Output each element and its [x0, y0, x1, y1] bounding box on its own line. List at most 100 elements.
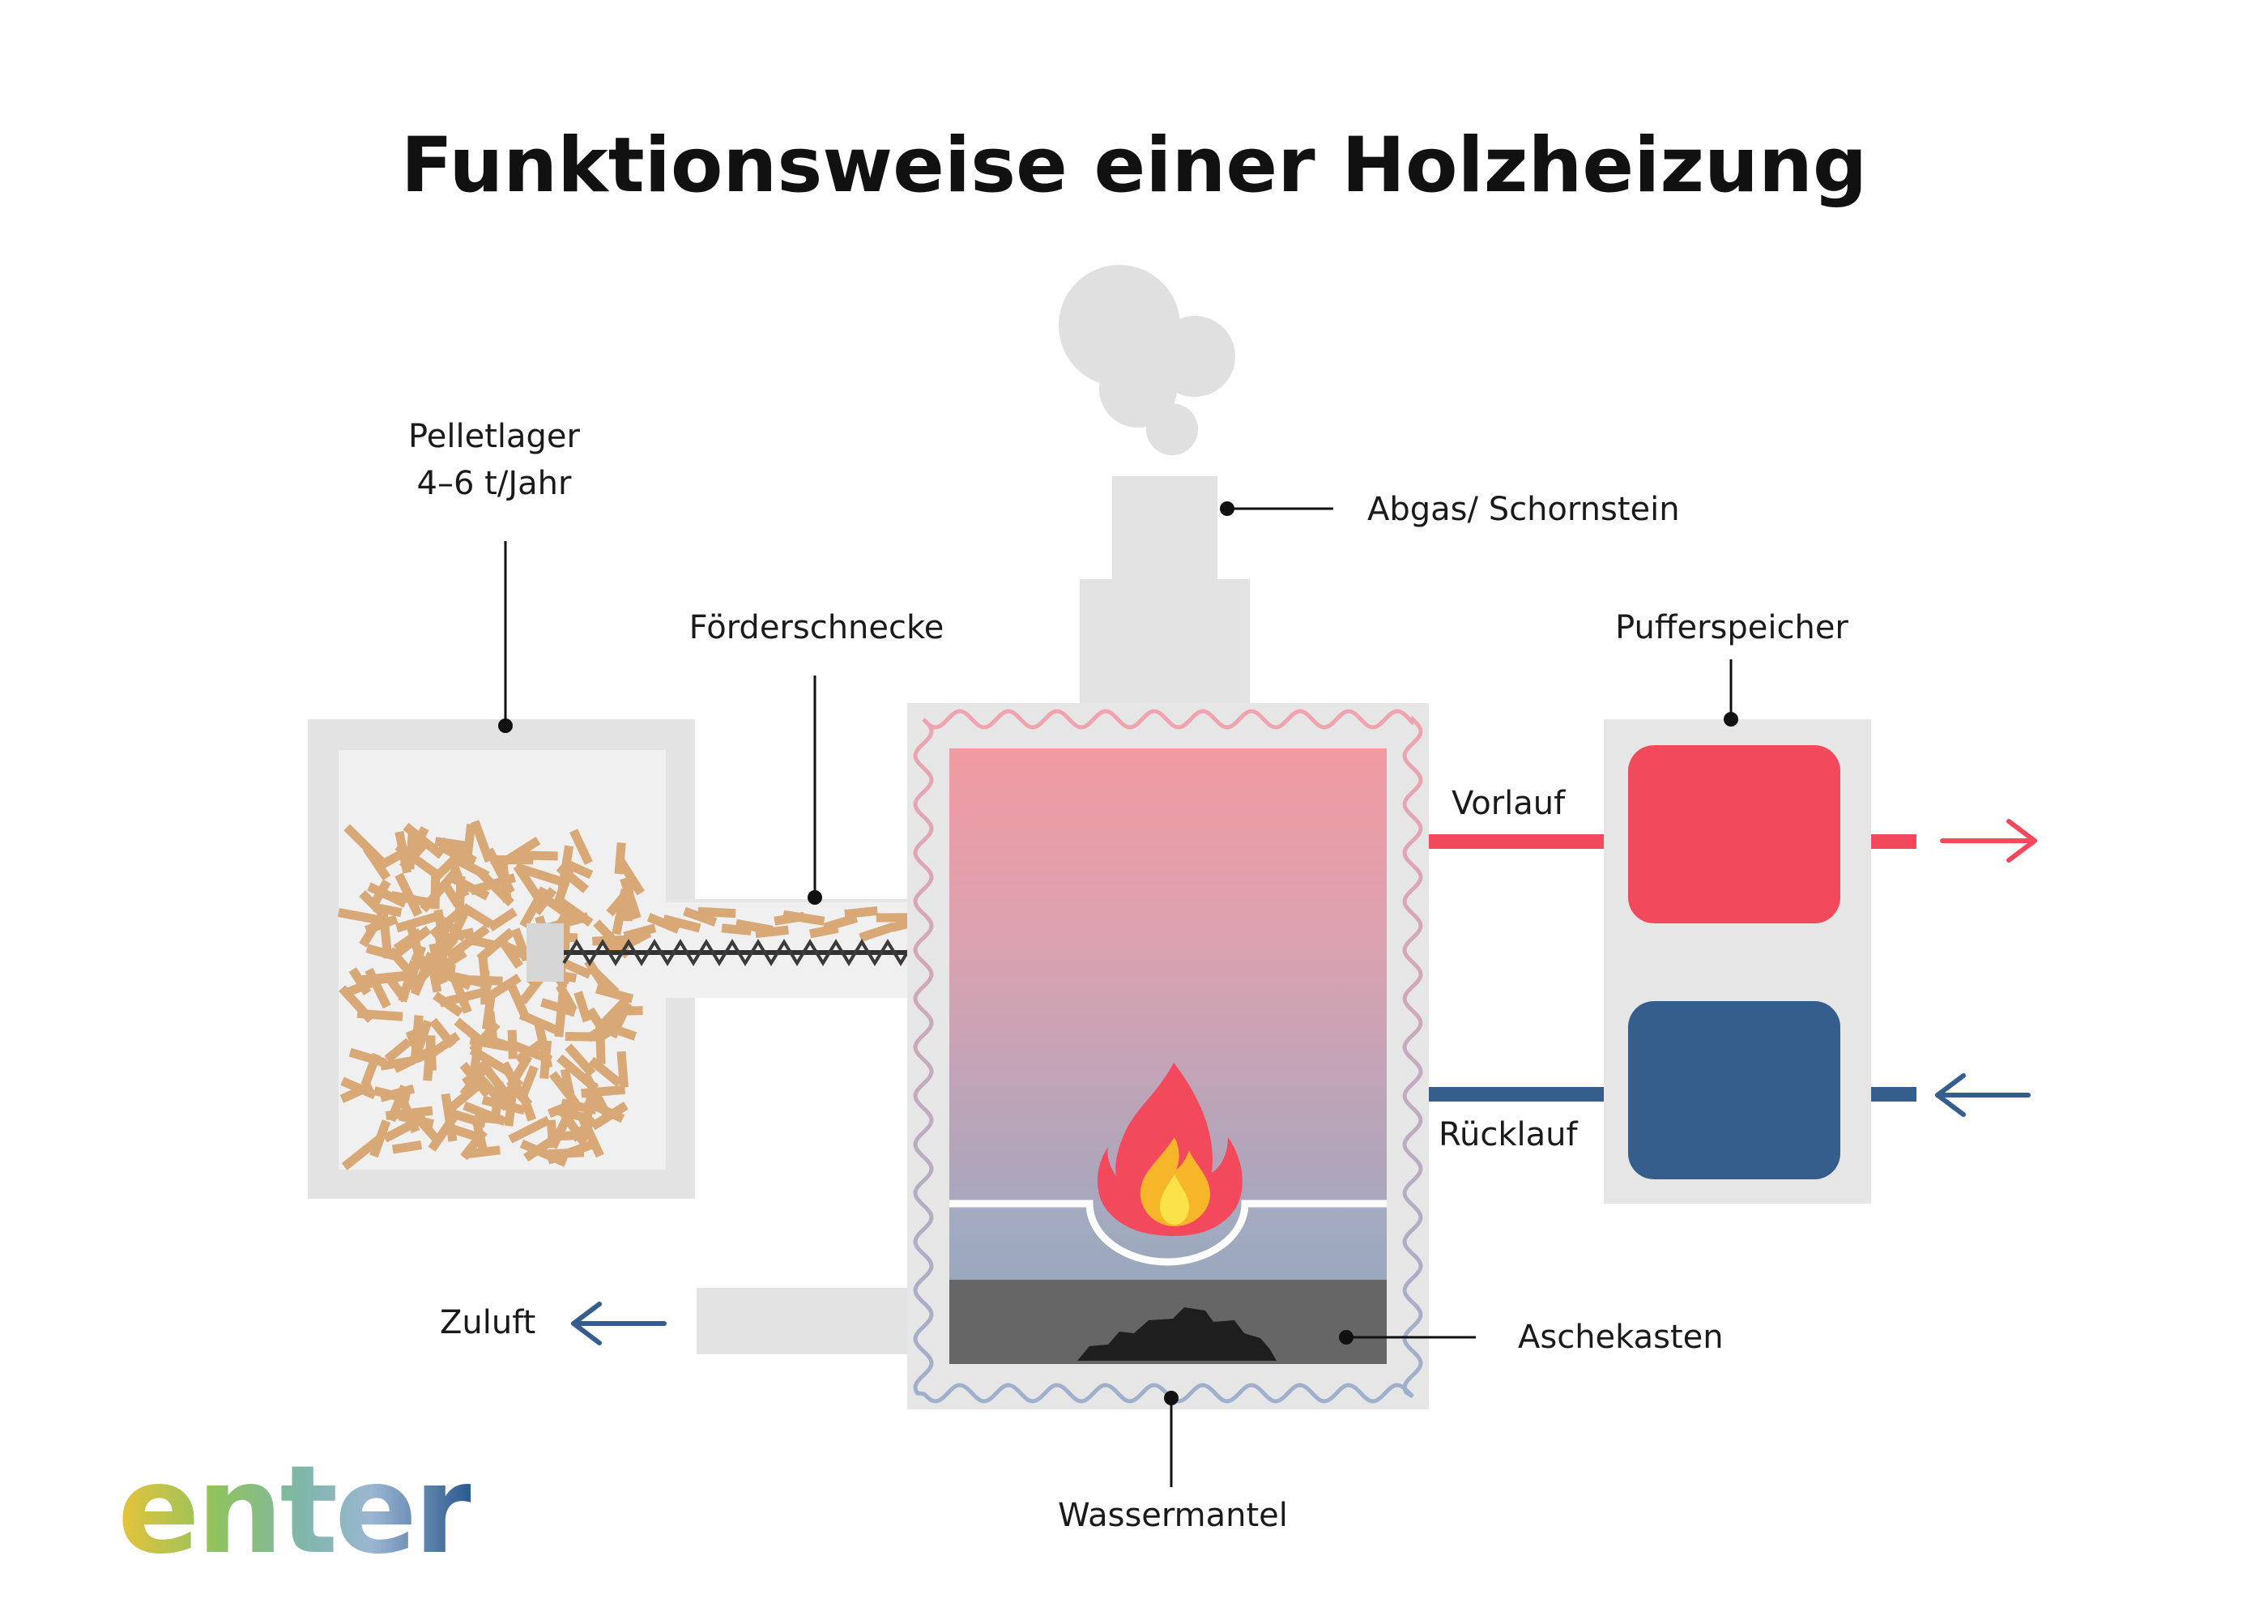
water-jacket-wave	[913, 709, 1423, 1404]
pellet	[600, 997, 629, 1027]
pellet	[384, 1038, 412, 1063]
pellet	[470, 820, 494, 863]
pellet	[518, 1065, 539, 1100]
aschekasten-label: Aschekasten	[1518, 1319, 1724, 1356]
pellet	[490, 855, 534, 865]
pellet	[607, 1023, 637, 1041]
pellet	[459, 1062, 492, 1098]
pellet	[548, 1116, 571, 1149]
pellet	[497, 937, 523, 970]
supply-arrow-icon	[1940, 819, 2037, 863]
page-title: Funktionsweise einer Holzheizung	[400, 121, 1868, 210]
pellet	[394, 830, 412, 874]
pellet	[454, 1017, 484, 1045]
auger-motor	[526, 923, 564, 982]
pellet	[348, 967, 372, 995]
pellet	[392, 925, 432, 959]
pellet	[523, 1137, 553, 1162]
pellet	[446, 924, 490, 961]
pellet	[487, 907, 518, 931]
pellet	[506, 1053, 533, 1089]
pellet	[534, 1021, 553, 1069]
air-inlet-arrow-icon	[571, 1302, 667, 1345]
conveyor-outer-top	[666, 899, 945, 902]
pellet	[460, 1128, 488, 1161]
pellet	[367, 882, 407, 908]
pellet	[697, 906, 736, 919]
pellet	[823, 914, 859, 932]
pellet	[365, 944, 395, 961]
pellet	[584, 958, 612, 995]
pellet	[481, 992, 497, 1030]
pellet	[782, 910, 825, 926]
pellet	[548, 1071, 580, 1107]
pellet	[438, 987, 484, 1008]
pellet	[450, 1109, 487, 1128]
pellet	[359, 889, 386, 917]
pellet	[398, 1111, 434, 1129]
pellet	[683, 906, 718, 927]
pellet	[595, 1023, 606, 1064]
supply-pipe-right	[1871, 834, 1916, 849]
pellet	[556, 1054, 599, 1093]
pellet	[547, 1148, 585, 1159]
pellet	[755, 925, 789, 939]
pellet	[557, 845, 574, 893]
pellet	[424, 1031, 461, 1060]
pellet	[569, 829, 593, 865]
pellet	[364, 967, 391, 1009]
ruecklauf-label: Rücklauf	[1439, 1116, 1578, 1153]
pellet	[583, 1097, 625, 1123]
pellet	[876, 913, 910, 923]
pellet	[547, 1098, 578, 1118]
pellet	[844, 906, 878, 919]
pellet	[469, 1046, 514, 1077]
pellet	[485, 1011, 498, 1044]
return-pipe-left	[1429, 1087, 1604, 1102]
foerderschnecke-label: Förderschnecke	[688, 609, 944, 646]
pellet	[508, 1115, 551, 1144]
pellet	[859, 922, 895, 942]
pufferspeicher-label: Pufferspeicher	[1615, 609, 1848, 646]
flame	[1097, 1063, 1243, 1236]
pellet	[588, 1056, 623, 1088]
pellet	[445, 872, 490, 901]
auger-screw	[562, 939, 946, 966]
vorlauf-label: Vorlauf	[1452, 785, 1566, 822]
pellet	[506, 982, 531, 1021]
pellet	[476, 927, 515, 963]
pellet	[398, 959, 419, 1003]
pellet	[359, 914, 384, 948]
pellet	[437, 926, 450, 974]
pellet	[484, 974, 522, 1002]
auger-blades	[562, 939, 941, 966]
wassermantel-label: Wassermantel	[1058, 1497, 1288, 1534]
pellet	[569, 1115, 598, 1143]
pellet	[410, 1015, 424, 1060]
pellet	[379, 1084, 416, 1102]
ash-pile	[1077, 1307, 1277, 1361]
pellet	[540, 998, 577, 1017]
pellet	[393, 1046, 433, 1073]
pellet	[556, 897, 594, 927]
pelletlager-amount-label: 4–6 t/Jahr	[416, 465, 572, 502]
pellet	[425, 953, 442, 993]
pellet	[514, 863, 561, 885]
leader-lines	[498, 501, 1738, 1487]
pelletlager-label: Pelletlager	[408, 418, 580, 455]
pellet	[461, 903, 493, 928]
return-pipe-right	[1871, 1087, 1916, 1102]
pellet	[467, 1145, 501, 1159]
pellet	[369, 1119, 391, 1158]
pellet	[490, 1081, 504, 1124]
pellet	[391, 1140, 423, 1154]
buffer-cold-tank	[1628, 1001, 1840, 1179]
zuluft-label: Zuluft	[440, 1304, 536, 1341]
pellet	[390, 891, 439, 909]
burner-bowl	[949, 1200, 1387, 1266]
pellet	[623, 923, 657, 941]
chimney	[1080, 476, 1250, 703]
pellet	[504, 1082, 518, 1127]
pellet	[337, 908, 382, 925]
